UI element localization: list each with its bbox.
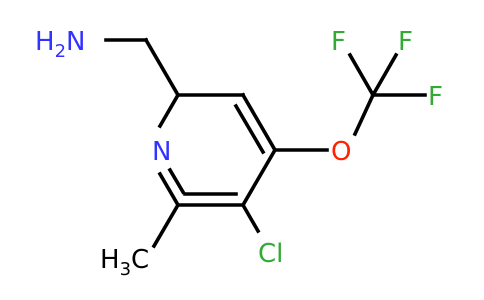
bonds <box>104 37 427 249</box>
amine-n: N <box>66 27 85 57</box>
methyl-h: H <box>100 245 120 275</box>
bond-c2-methyl <box>151 202 181 249</box>
atom-fluorine-2: F <box>398 27 413 57</box>
bond-c4-c3 <box>240 147 278 208</box>
atom-oxygen: O <box>331 137 351 167</box>
bond-cf3-f1 <box>347 52 376 98</box>
atom-amine: H2N <box>35 27 85 62</box>
amine-h: H <box>35 27 55 57</box>
bond-n1-c6 <box>157 92 181 129</box>
atom-labels: H2N N Cl H3C O F F F <box>35 27 443 280</box>
bond-ch2-c6 <box>143 37 181 98</box>
bond-c5-c4-inner <box>233 103 266 155</box>
atom-methyl: H3C <box>100 245 149 280</box>
bond-cf3-f2 <box>370 52 399 98</box>
methyl-c: C <box>131 245 149 275</box>
atom-nitrogen: N <box>152 137 171 167</box>
amine-subscript: 2 <box>55 41 66 62</box>
methyl-subscript: 3 <box>120 259 131 280</box>
bond-c2-n1-inner <box>167 167 186 195</box>
atom-fluorine-3: F <box>428 82 443 112</box>
bond-o-cf3 <box>352 92 376 137</box>
bond-c2-n1 <box>157 171 181 208</box>
atom-chlorine: Cl <box>258 239 283 269</box>
atom-fluorine-1: F <box>331 27 346 57</box>
bond-c5-c4 <box>240 92 278 153</box>
bond-c3-cl <box>240 202 261 234</box>
